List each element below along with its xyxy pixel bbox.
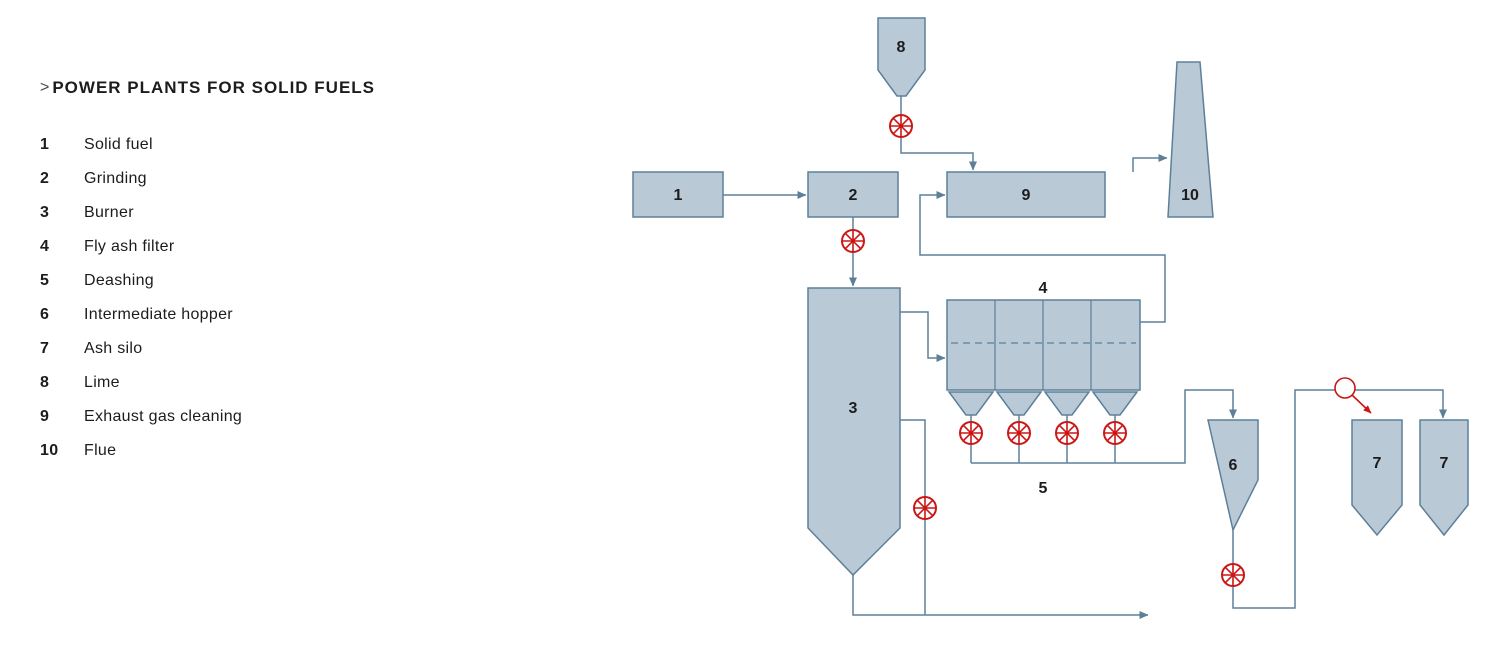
node-label-lime: 8 [897,39,906,56]
legend-item-label: Intermediate hopper [84,306,233,323]
legend-item-number: 10 [40,442,59,459]
filter-hopper [995,391,1043,416]
node-label-exhaust-gas-cleaning: 9 [1022,187,1031,204]
box-grinding [807,171,899,218]
diverter-valve-icon [1334,377,1356,399]
stack-flue [1167,61,1214,218]
node-label-ash-silo-left: 7 [1373,455,1382,472]
silo-ash-left [1351,419,1403,537]
legend-list: 1 Solid fuel 2 Grinding 3 Burner 4 Fly a… [40,128,520,468]
legend-item: 8 Lime [40,366,520,400]
legend-item-label: Lime [84,374,120,391]
box-solid-fuel [632,171,724,218]
legend-panel: > POWER PLANTS FOR SOLID FUELS 1 Solid f… [40,78,520,468]
hopper-lime [877,17,926,97]
rotary-valve-icon [841,229,865,253]
node-label-flue: 10 [1181,187,1199,204]
legend-item-number: 1 [40,136,50,153]
page-title-text: POWER PLANTS FOR SOLID FUELS [52,78,376,97]
legend-item: 2 Grinding [40,162,520,196]
pipe-lime-to-cleaning [900,96,977,171]
pipe-burner-to-filter [900,311,946,362]
chevron-icon: > [40,79,51,96]
filter-dividers [994,300,1092,390]
legend-item-label: Solid fuel [84,136,153,153]
pipe-deashing-to-hopper [971,389,1237,464]
legend-item-number: 3 [40,204,50,221]
filter-hopper [947,391,995,416]
legend-item: 10 Flue [40,434,520,468]
legend-item-label: Fly ash filter [84,238,175,255]
filter-hopper [1091,391,1139,416]
legend-item: 3 Burner [40,196,520,230]
legend-item: 9 Exhaust gas cleaning [40,400,520,434]
legend-item-label: Flue [84,442,117,459]
hopper-intermediate [1207,419,1259,533]
legend-item-label: Grinding [84,170,147,187]
legend-item: 5 Deashing [40,264,520,298]
legend-item-label: Burner [84,204,134,221]
node-label-burner: 3 [849,400,858,417]
legend-item-label: Exhaust gas cleaning [84,408,243,425]
legend-item: 4 Fly ash filter [40,230,520,264]
legend-item: 6 Intermediate hopper [40,298,520,332]
legend-item-number: 6 [40,306,50,323]
legend-item-number: 7 [40,340,50,357]
node-label-solid-fuel: 1 [674,187,683,204]
rotary-valve-icon [889,114,913,138]
diverter-flap-line [1351,394,1372,414]
filter-hopper [1043,391,1091,416]
pipe-burner-side-drain [900,419,926,615]
node-label-deashing: 5 [1039,480,1048,497]
rotary-valve-icon [1103,421,1127,445]
legend-item-number: 4 [40,238,50,255]
silo-ash-right [1419,419,1469,537]
node-label-fly-ash-filter: 4 [1039,280,1048,297]
pipe-bottom-ash [852,575,1149,619]
legend-item-number: 8 [40,374,50,391]
pipe-cleaning-to-flue [1132,154,1168,172]
node-label-intermediate-hopper: 6 [1229,457,1238,474]
box-exhaust-gas-cleaning [946,171,1106,218]
rotary-valve-icon [1221,563,1245,587]
legend-item-label: Ash silo [84,340,143,357]
legend-item-number: 2 [40,170,50,187]
rotary-valve-icon [1007,421,1031,445]
legend-item: 7 Ash silo [40,332,520,366]
node-label-grinding: 2 [849,187,858,204]
legend-item: 1 Solid fuel [40,128,520,162]
pipe-hopper-to-silos [1232,389,1447,609]
legend-item-number: 5 [40,272,50,289]
rotary-valve-icon [1055,421,1079,445]
legend-item-number: 9 [40,408,50,425]
rotary-valve-icon [959,421,983,445]
page-title: > POWER PLANTS FOR SOLID FUELS [40,78,520,98]
node-label-ash-silo-right: 7 [1440,455,1449,472]
rotary-valve-icon [913,496,937,520]
vessel-burner [807,287,901,577]
legend-item-label: Deashing [84,272,155,289]
pipe-filter-to-cleaning [919,191,1166,323]
